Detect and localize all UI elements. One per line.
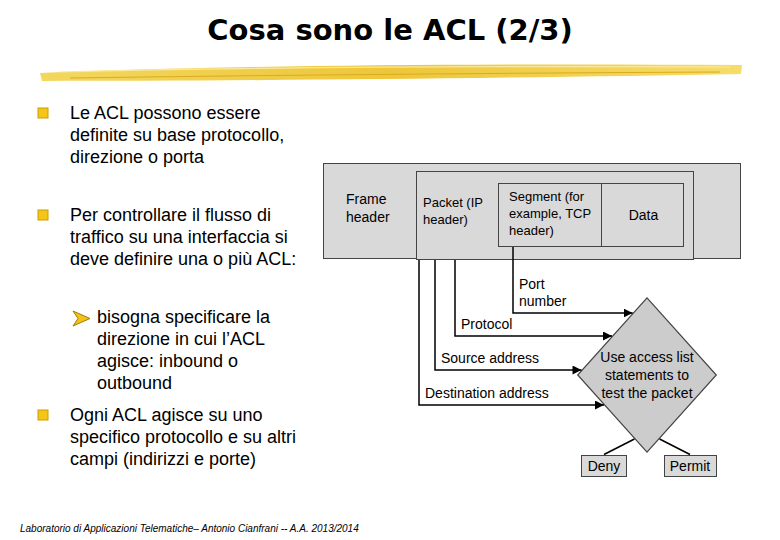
edge-label: Source address (439, 350, 541, 367)
node-text: Data (629, 206, 659, 224)
connector (660, 439, 690, 455)
label-wrap: Laboratorio di Applicazioni Telematiche–… (20, 523, 620, 535)
decision-diamond: Use access list statements to test the p… (577, 297, 717, 453)
node-text: Frame header (346, 164, 418, 226)
node-text: Permit (670, 457, 710, 475)
label-wrap: Per controllare il flusso di traffico su… (70, 204, 315, 270)
label-wrap: bisogna specificare la direzione in cui … (97, 306, 312, 394)
packet-box: Packet (IP header)Segment (for example, … (416, 171, 694, 260)
data-cell: Data (601, 184, 685, 246)
arrow-bullet-shape (73, 311, 90, 326)
title-underline-brush (40, 64, 742, 81)
connector (604, 439, 634, 455)
edge-label-wrap: Port number (517, 276, 579, 310)
sub-bullet-text: bisogna specificare la direzione in cui … (97, 306, 312, 394)
connector (455, 260, 612, 336)
edge-label: Destination address (423, 385, 551, 402)
footer-text: Laboratorio di Applicazioni Telematiche–… (20, 523, 620, 535)
connector (513, 247, 633, 313)
arrow-bullet (73, 311, 90, 326)
bullet-square (38, 210, 48, 220)
edge-label: Protocol (459, 316, 514, 333)
brush-streak (70, 72, 720, 78)
segment-box: Segment (for example, TCP header) Data (498, 183, 684, 247)
title-wrap: Cosa sono le ACL (2/3) (0, 12, 780, 48)
diamond-shape (578, 298, 717, 452)
edge-label-wrap: Source address (439, 350, 541, 367)
frame-box: Frame headerPacket (IP header)Segment (f… (323, 163, 741, 259)
edge-label-wrap: Destination address (423, 385, 551, 402)
slide-title: Cosa sono le ACL (2/3) (0, 12, 780, 48)
node-text: Use access list statements to test the p… (595, 348, 699, 402)
bullet-text: Ogni ACL agisce su uno specifico protoco… (70, 404, 315, 470)
permit-box: Permit (664, 455, 717, 477)
deny-box: Deny (581, 455, 627, 477)
connector (419, 260, 604, 405)
label-wrap: Le ACL possono essere definite su base p… (70, 102, 315, 168)
connector (435, 260, 581, 370)
bullet-text: Per controllare il flusso di traffico su… (70, 204, 315, 270)
node-text: Segment (for example, TCP header) (509, 184, 597, 239)
node-text: Deny (588, 457, 621, 475)
label-wrap: Ogni ACL agisce su uno specifico protoco… (70, 404, 315, 470)
edge-label-wrap: Protocol (459, 316, 514, 333)
node-text: Packet (IP header) (423, 172, 495, 228)
brush-streak (60, 67, 730, 72)
bullet-square (38, 108, 48, 118)
bullet-square (38, 410, 48, 420)
edge-label: Port number (517, 276, 579, 310)
bullet-text: Le ACL possono essere definite su base p… (70, 102, 315, 168)
